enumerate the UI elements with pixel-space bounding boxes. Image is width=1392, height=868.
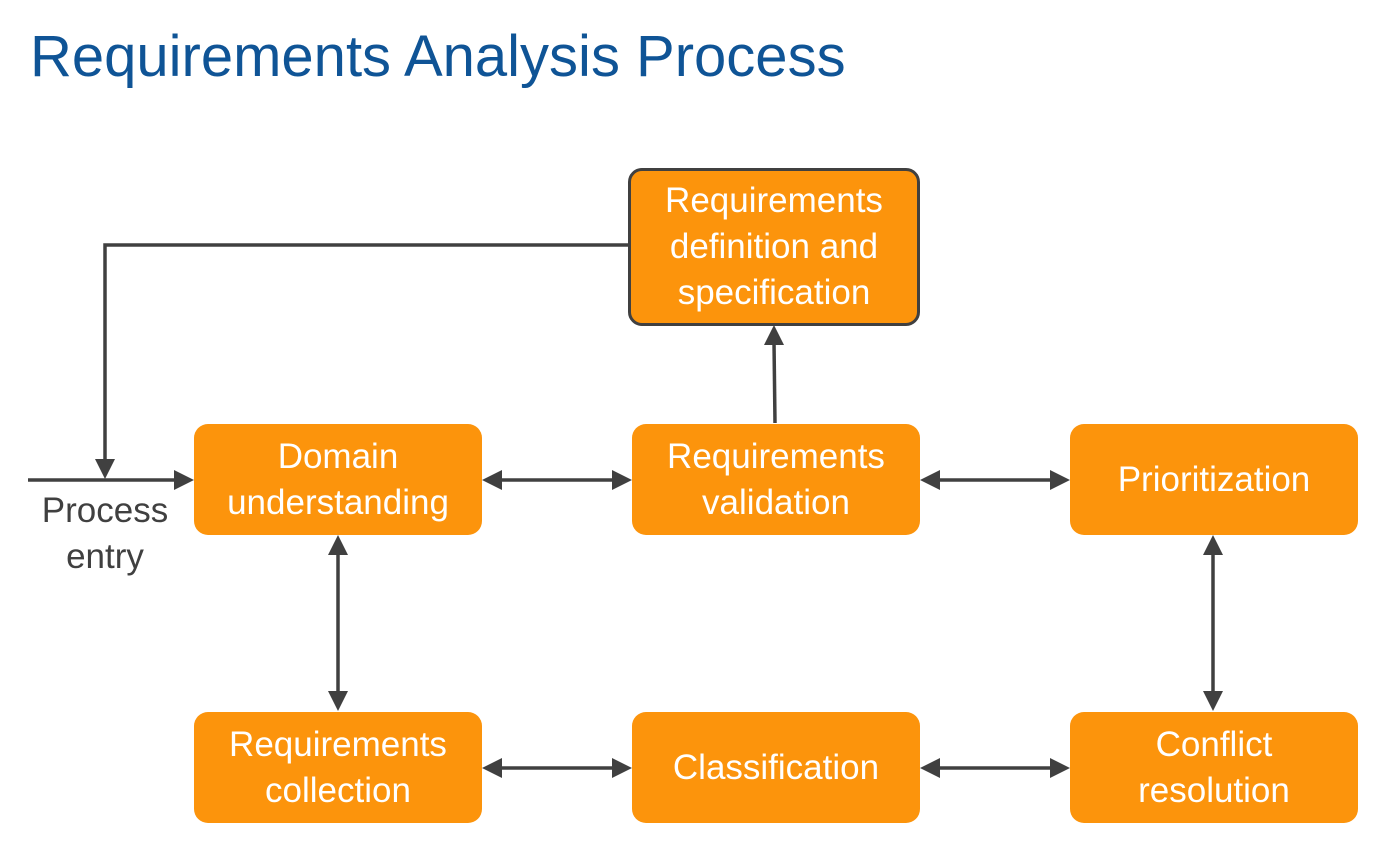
validation-to-definition-connector [772,341,777,424]
node-classification: Classification [632,712,920,823]
arrowhead [1203,535,1223,555]
node-requirements-definition: Requirements definition and specificatio… [628,168,920,326]
node-domain-understanding: Domain understanding [194,424,482,535]
arrowhead [612,470,632,490]
node-requirements-collection: Requirements collection [194,712,482,823]
arrowhead [174,470,194,490]
arrowhead [482,758,502,778]
node-label: Conflict resolution [1138,724,1290,810]
node-label: Requirements definition and specificatio… [665,181,883,312]
arrowhead [1050,470,1070,490]
arrowhead [920,758,940,778]
arrowhead [612,758,632,778]
node-label: Requirements collection [229,724,447,810]
page-title: Requirements Analysis Process [30,24,846,89]
arrowhead [1050,758,1070,778]
process-entry-label: Process entry [41,491,169,576]
arrowhead [328,691,348,711]
node-label: Classification [672,747,880,787]
arrowhead [764,325,784,345]
arrowhead [920,470,940,490]
node-label: Domain understanding [227,436,449,522]
node-label: Prioritization [1117,459,1311,499]
node-requirements-validation: Requirements validation [632,424,920,535]
node-label: Requirements validation [667,436,885,522]
arrowhead [1203,691,1223,711]
arrowhead [95,459,115,479]
arrowhead [482,470,502,490]
feedback-connector [103,243,630,462]
node-prioritization: Prioritization [1070,424,1358,535]
arrowhead [328,535,348,555]
node-conflict-resolution: Conflict resolution [1070,712,1358,823]
